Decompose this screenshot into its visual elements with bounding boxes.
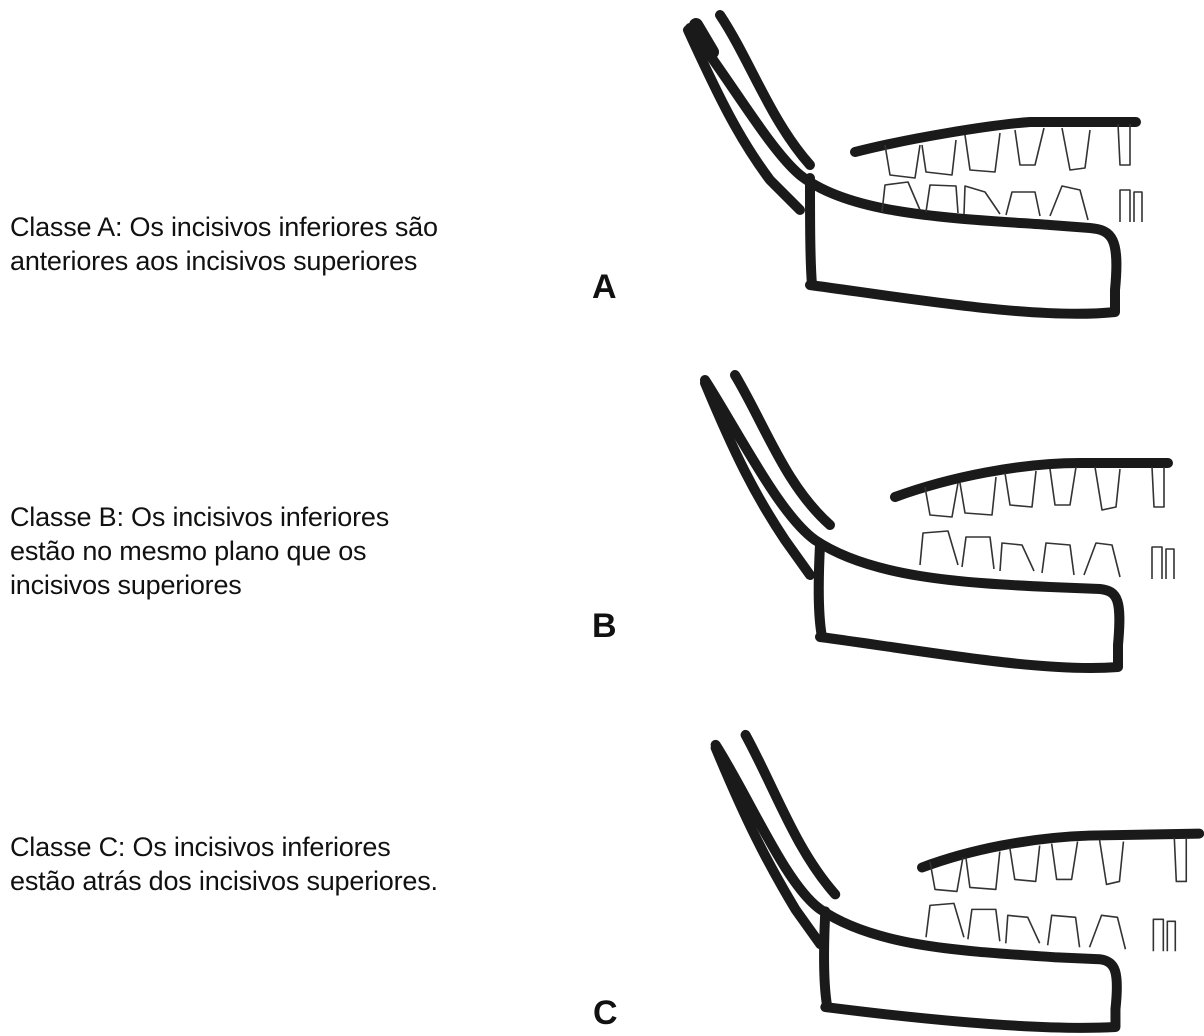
class-c-line-2: estão atrás dos incisivos superiores. [10, 864, 438, 898]
jaw-bone-c [716, 735, 1200, 1028]
class-a-description: Classe A: Os incisivos inferiores são an… [10, 210, 438, 278]
class-a-label: A [592, 270, 617, 304]
upper-teeth-c [930, 838, 1186, 892]
class-a-line-2: anteriores aos incisivos superiores [10, 244, 438, 278]
class-a-line-1: Classe A: Os incisivos inferiores são [10, 210, 438, 244]
class-c-line-1: Classe C: Os incisivos inferiores [10, 830, 438, 864]
class-b-label: B [592, 609, 617, 643]
jaw-diagram-a [660, 0, 1204, 345]
panel-class-a: Classe A: Os incisivos inferiores são an… [0, 0, 1204, 345]
jaw-diagram-c [660, 690, 1204, 1035]
jaw-bone-b [705, 375, 1168, 668]
class-b-line-2: estão no mesmo plano que os [10, 534, 389, 568]
class-c-description: Classe C: Os incisivos inferiores estão … [10, 830, 438, 898]
class-b-line-3: incisivos superiores [10, 568, 389, 602]
upper-teeth-a [885, 124, 1130, 178]
lower-teeth-b [920, 531, 1174, 579]
class-c-label: C [593, 996, 618, 1030]
jaw-diagram-b [660, 345, 1204, 690]
lower-teeth-c [926, 903, 1175, 951]
class-b-line-1: Classe B: Os incisivos inferiores [10, 500, 389, 534]
class-b-description: Classe B: Os incisivos inferiores estão … [10, 500, 389, 602]
panel-class-b: Classe B: Os incisivos inferiores estão … [0, 345, 1204, 690]
panel-class-c: Classe C: Os incisivos inferiores estão … [0, 690, 1204, 1036]
